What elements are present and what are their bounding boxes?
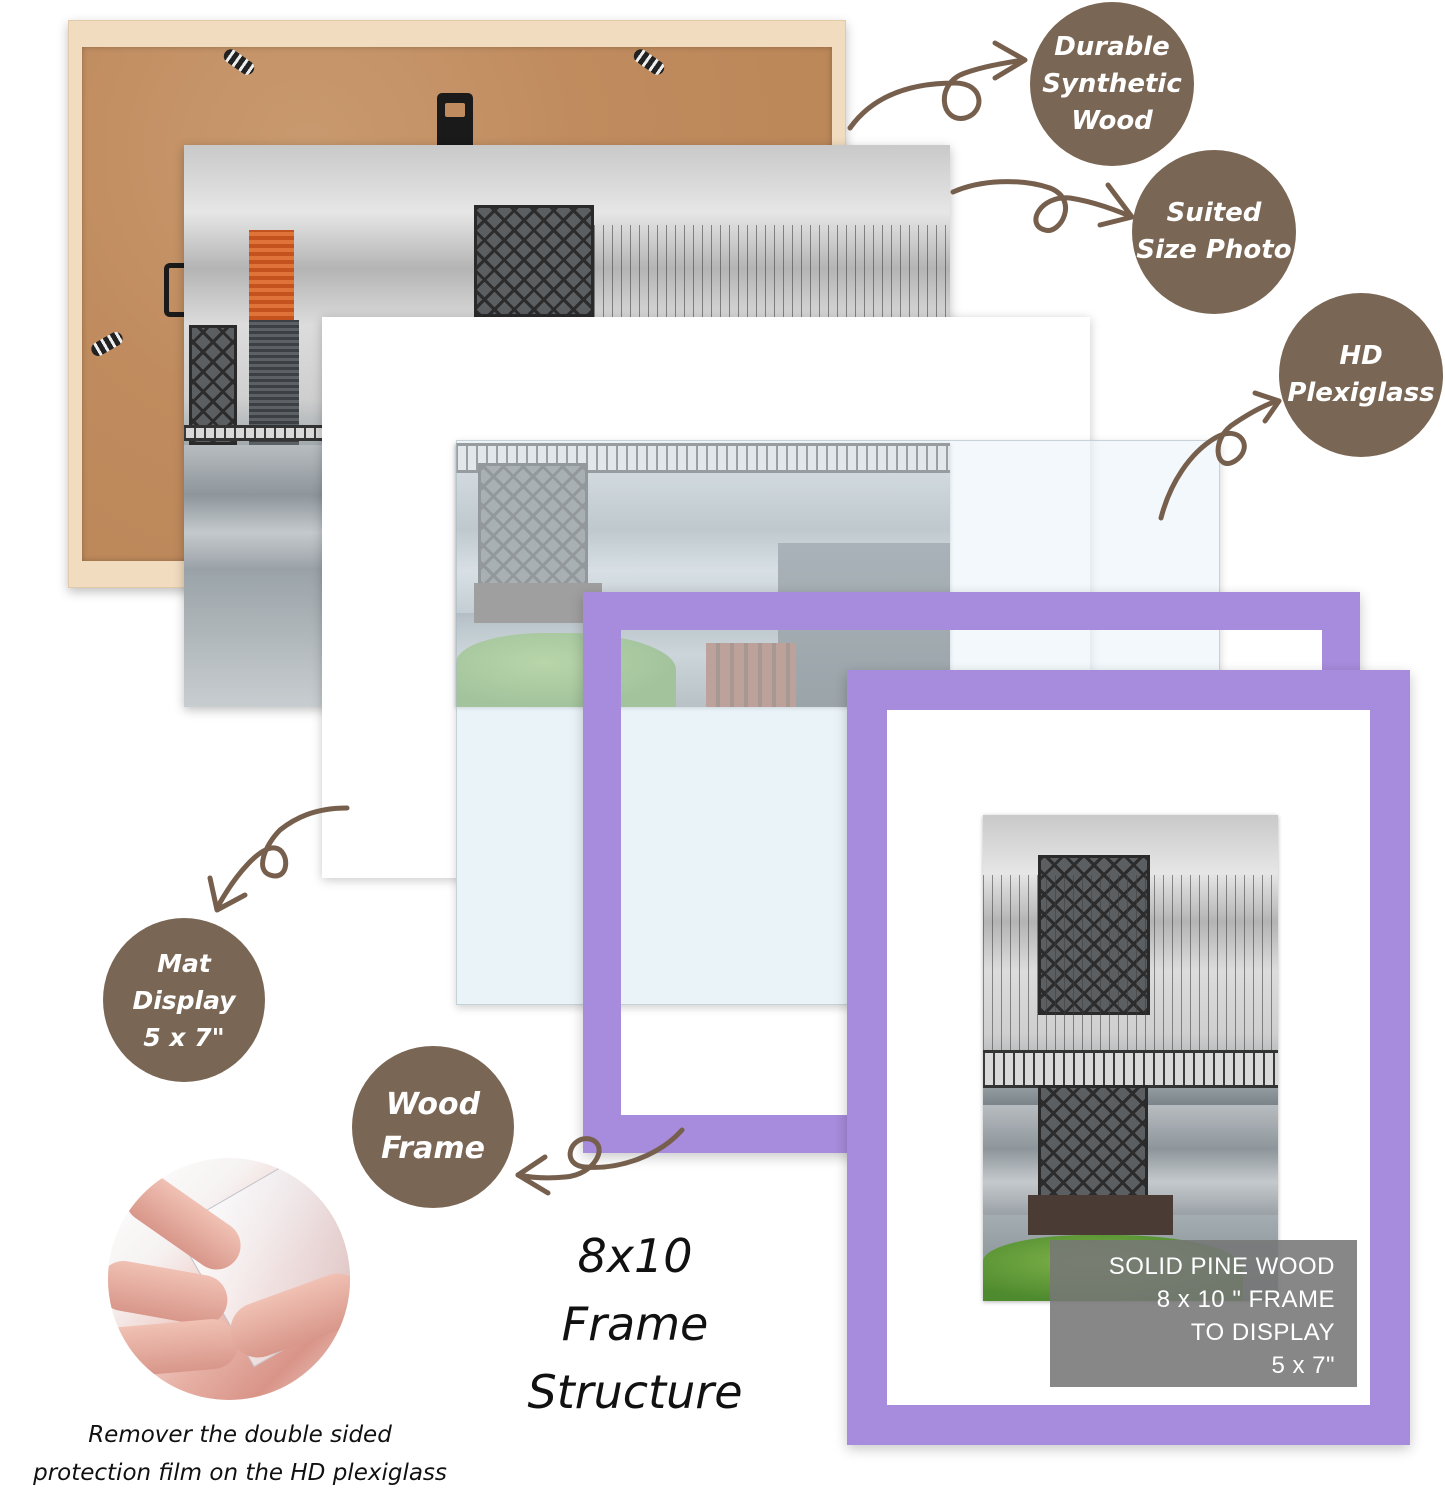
caption-line: TO DISPLAY bbox=[1190, 1319, 1335, 1346]
distant-bridge-deck bbox=[184, 425, 324, 441]
bridge-cables bbox=[594, 225, 950, 317]
note-line: protection film on the HD plexiglass bbox=[33, 1460, 447, 1486]
caption-line: 5 x 7" bbox=[1271, 1352, 1335, 1379]
note-line: Remover the double sided bbox=[88, 1422, 392, 1448]
distant-bridge-tower bbox=[189, 325, 237, 445]
turn-clip-icon bbox=[88, 329, 126, 359]
building-construction bbox=[249, 230, 294, 320]
river-water bbox=[184, 445, 324, 570]
badge-line: Durable bbox=[1054, 31, 1170, 62]
loop-arrow-icon bbox=[515, 1127, 685, 1196]
sawtooth-hanger-icon bbox=[437, 93, 473, 153]
badge-hd-plexiglass: HD Plexiglass bbox=[1279, 293, 1443, 457]
badge-line: Synthetic bbox=[1042, 68, 1182, 99]
foreground-building bbox=[184, 570, 324, 707]
badge-wood-frame: Wood Frame bbox=[352, 1046, 514, 1208]
caption-line: SOLID PINE WOOD bbox=[1108, 1253, 1335, 1280]
turn-clip-icon bbox=[221, 46, 257, 78]
film-removal-note: Remover the double sided protection film… bbox=[0, 1416, 480, 1492]
caption-line: 8 x 10 " FRAME bbox=[1156, 1286, 1335, 1313]
loop-arrow-icon bbox=[207, 805, 350, 913]
side-hanger-icon bbox=[164, 263, 188, 317]
badge-mat-display: Mat Display 5 x 7" bbox=[103, 918, 265, 1082]
badge-suited-size-photo: Suited Size Photo bbox=[1132, 150, 1296, 314]
badge-line: HD bbox=[1339, 341, 1383, 371]
badge-line: Wood bbox=[385, 1087, 481, 1122]
diagram-title: 8x10 Frame Structure bbox=[480, 1222, 790, 1426]
assembled-frame-photo bbox=[983, 815, 1278, 1301]
bridge-cables bbox=[983, 875, 1278, 1055]
turn-clip-icon bbox=[631, 46, 667, 78]
frame-spec-caption: SOLID PINE WOOD 8 x 10 " FRAME TO DISPLA… bbox=[1050, 1240, 1357, 1387]
bridge-deck bbox=[983, 1050, 1278, 1088]
loop-arrow-icon bbox=[847, 40, 1028, 131]
bridge-pier bbox=[1028, 1195, 1173, 1235]
loop-arrow-icon bbox=[950, 179, 1135, 233]
badge-line: Size Photo bbox=[1136, 235, 1292, 265]
badge-line: Frame bbox=[381, 1131, 485, 1166]
badge-line: Mat bbox=[157, 948, 211, 978]
bridge-tower-base bbox=[1038, 1085, 1148, 1205]
loop-arrow-icon bbox=[1158, 390, 1282, 521]
badge-line: 5 x 7" bbox=[143, 1022, 225, 1052]
peel-film-photo bbox=[108, 1158, 350, 1400]
badge-line: Plexiglass bbox=[1287, 378, 1435, 408]
badge-line: Suited bbox=[1166, 198, 1262, 228]
title-line: Frame bbox=[561, 1297, 709, 1351]
bridge-tower bbox=[474, 205, 594, 317]
badge-line: Display bbox=[132, 985, 236, 1015]
badge-durable-synthetic-wood: Durable Synthetic Wood bbox=[1030, 2, 1194, 166]
title-line: Structure bbox=[527, 1365, 743, 1419]
badge-line: Wood bbox=[1071, 105, 1153, 136]
finger bbox=[108, 1316, 240, 1380]
title-line: 8x10 bbox=[577, 1229, 693, 1283]
